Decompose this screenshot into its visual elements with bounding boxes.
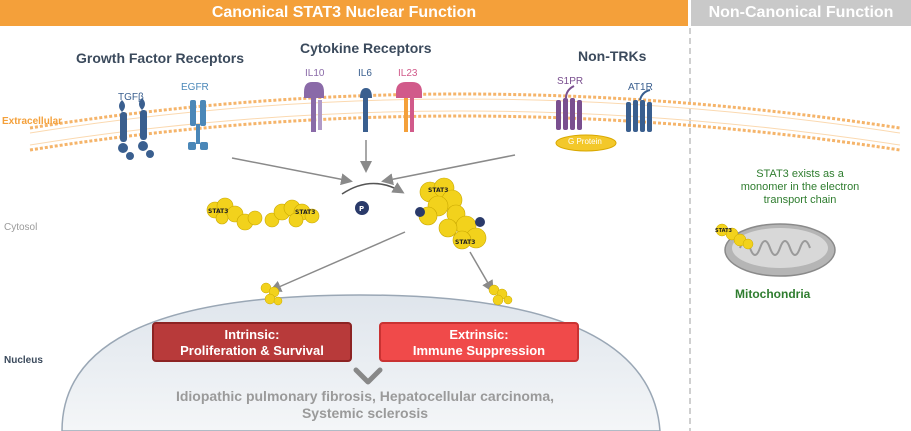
il23-receptor	[396, 82, 422, 132]
extracellular-label: Extracellular	[2, 116, 63, 127]
dimer-phosphate-2	[475, 217, 485, 227]
tgfb-label: TGFβ	[118, 92, 144, 103]
nuclear-stat3-right	[488, 284, 513, 306]
nucleus-label: Nucleus	[4, 355, 43, 366]
mito-note: STAT3 exists as a monomer in the electro…	[700, 168, 900, 207]
nuclear-stat3-left	[260, 282, 283, 306]
extrinsic-subtitle: Immune Suppression	[412, 343, 546, 358]
at1r-receptor	[626, 89, 652, 132]
disease-line-1: Idiopathic pulmonary fibrosis, Hepatocel…	[175, 388, 555, 404]
phosphate-label: P	[359, 205, 364, 213]
non-trk-header: Non-TRKs	[578, 48, 647, 64]
mito-note-line-1: STAT3 exists as a	[756, 168, 844, 180]
stat3-label-dimer-top: STAT3	[428, 187, 448, 194]
non-canonical-banner: Non-Canonical Function	[691, 0, 911, 26]
cytosol-label: Cytosol	[4, 222, 38, 233]
growth-factor-header: Growth Factor Receptors	[76, 50, 245, 66]
g-protein-shape	[555, 134, 617, 152]
disease-line-2: Systemic sclerosis	[301, 405, 429, 421]
chevron-down-icon	[353, 367, 383, 385]
mito-stat3	[715, 223, 754, 250]
stat3-monomer-1	[206, 197, 263, 231]
stat3-label-monomer-1: STAT3	[208, 208, 228, 215]
phosphate-circle	[355, 201, 369, 215]
phosphorylation-arc	[341, 182, 405, 195]
il10-receptor	[304, 82, 324, 132]
extrinsic-box: Extrinsic: Immune Suppression	[379, 322, 579, 362]
egfr-label: EGFR	[181, 82, 209, 93]
extrinsic-title: Extrinsic:	[449, 327, 509, 342]
s1pr-label: S1PR	[557, 76, 584, 87]
canonical-banner: Canonical STAT3 Nuclear Function	[0, 0, 688, 26]
il6-receptor	[360, 88, 372, 132]
intrinsic-subtitle: Proliferation & Survival	[180, 343, 324, 358]
stat3-label-monomer-2: STAT3	[295, 209, 315, 216]
stat3-monomer-2	[264, 199, 320, 228]
tgfb-receptor	[118, 98, 154, 160]
cytokine-header: Cytokine Receptors	[300, 40, 432, 56]
egfr-receptor	[188, 100, 208, 150]
arrow-dimer-to-intrinsic	[269, 231, 406, 292]
stat3-label-mito: STAT3	[715, 228, 733, 234]
stat3-label-dimer-bottom: STAT3	[455, 239, 475, 246]
mitochondria-shape	[724, 223, 836, 277]
g-protein-label: G Protein	[568, 137, 602, 146]
dimer-phosphate-1	[415, 207, 425, 217]
at1r-label: AT1R	[628, 82, 653, 93]
arrow-gf-to-p	[231, 157, 353, 186]
disease-list: Idiopathic pulmonary fibrosis, Hepatocel…	[120, 388, 610, 422]
mito-note-line-2: monomer in the electron	[740, 181, 860, 193]
il23-label: IL23	[398, 68, 418, 79]
intrinsic-box: Intrinsic: Proliferation & Survival	[152, 322, 352, 362]
cell-membrane	[29, 92, 901, 152]
intrinsic-title: Intrinsic:	[224, 327, 280, 342]
mitochondria-label: Mitochondria	[735, 287, 811, 301]
stat3-dimer	[418, 177, 487, 250]
arrow-dimer-to-extrinsic	[469, 251, 494, 293]
il10-label: IL10	[305, 68, 325, 79]
s1pr-receptor	[556, 85, 582, 130]
mito-note-line-3: transport chain	[763, 194, 837, 206]
arrow-nontrk-to-p	[381, 154, 516, 186]
il6-label: IL6	[358, 68, 372, 79]
